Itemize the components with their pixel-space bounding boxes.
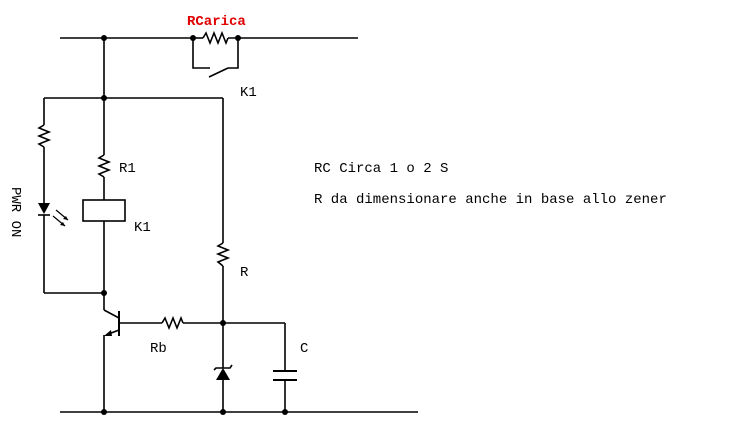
note-rc-time: RC Circa 1 o 2 S — [314, 161, 448, 177]
note-r-sizing: R da dimensionare anche in base allo zen… — [314, 192, 667, 208]
rcarica-resistor — [202, 30, 229, 46]
junction-dot — [101, 290, 107, 296]
r-label: R — [240, 265, 249, 281]
r1-label: R1 — [119, 161, 136, 177]
junction-dot — [220, 409, 226, 415]
k1-relay-coil — [82, 199, 126, 222]
k1-contact-label: K1 — [240, 85, 257, 101]
npn-transistor — [103, 309, 120, 412]
junction-dot — [190, 35, 196, 41]
k1-coil-label: K1 — [134, 220, 151, 236]
junction-dot — [101, 409, 107, 415]
rb-resistor — [161, 315, 184, 331]
k1-bypass-contact — [192, 38, 239, 78]
led-label: PWR ON — [7, 187, 23, 237]
r-resistor — [215, 242, 231, 267]
c-label: C — [300, 341, 308, 357]
rcarica-label: RCarica — [187, 14, 246, 30]
junction-dot — [220, 320, 226, 326]
led-pwr-on — [38, 203, 69, 227]
r1-resistor — [96, 154, 112, 178]
rb-label: Rb — [150, 341, 167, 357]
capacitor — [273, 370, 297, 381]
junction-dot — [282, 409, 288, 415]
junction-dot — [235, 35, 241, 41]
led-resistor — [36, 124, 52, 148]
zener-diode — [213, 364, 233, 412]
